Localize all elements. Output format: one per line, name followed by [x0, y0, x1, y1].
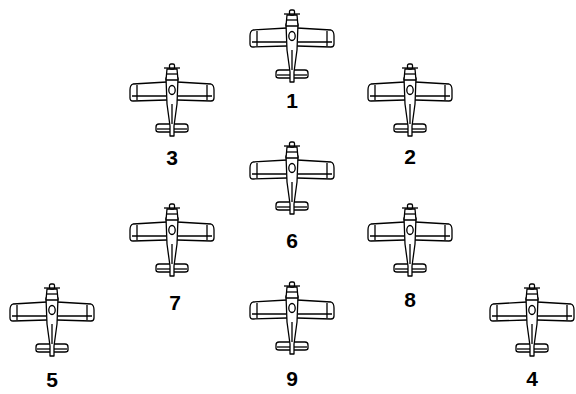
callout-number: 6: [286, 230, 298, 251]
callout-number: 9: [286, 368, 298, 389]
callout-number: 8: [404, 289, 416, 310]
airplane: [250, 282, 334, 354]
callout-number: 1: [286, 90, 298, 111]
airplane: [250, 142, 334, 214]
callout-number: 2: [404, 146, 416, 167]
callout-number: 4: [526, 368, 538, 389]
airplane: [368, 204, 452, 276]
airplane: [368, 64, 452, 136]
airplane: [130, 64, 214, 136]
airplane: [130, 204, 214, 276]
airplane: [10, 284, 94, 356]
callout-number: 3: [166, 147, 178, 168]
airplane: [490, 284, 574, 356]
callout-number: 5: [46, 369, 58, 390]
airplane: [250, 10, 334, 82]
callout-number: 7: [169, 292, 181, 313]
